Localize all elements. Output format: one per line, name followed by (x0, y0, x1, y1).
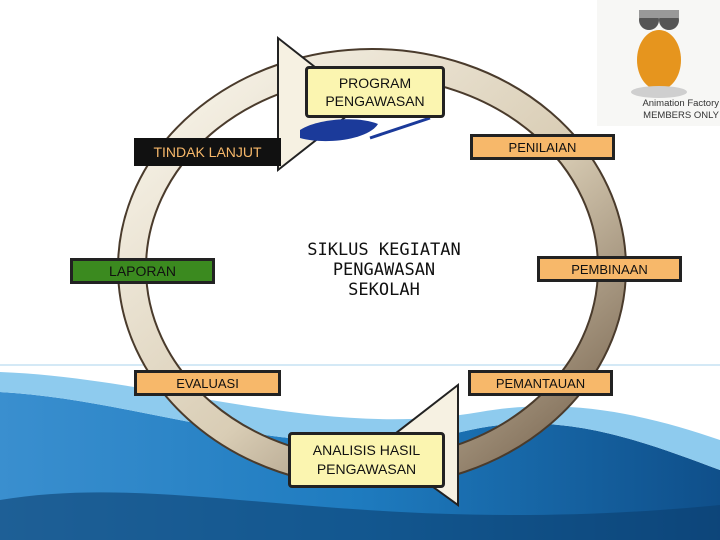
logo-line2: MEMBERS ONLY (601, 110, 719, 121)
node-analisis-hasil: ANALISIS HASIL PENGAWASAN (288, 432, 445, 488)
node-evaluasi: EVALUASI (134, 370, 281, 396)
node-laporan: LAPORAN (70, 258, 215, 284)
center-label-text: SIKLUS KEGIATAN PENGAWASAN SEKOLAH (293, 240, 475, 300)
logo-line1: Animation Factory (601, 98, 719, 109)
node-tindak-lanjut: TINDAK LANJUT (134, 138, 281, 166)
node-program-pengawasan: PROGRAM PENGAWASAN (305, 66, 445, 118)
node-pembinaan: PEMBINAAN (537, 256, 682, 282)
animation-factory-logo: Animation Factory MEMBERS ONLY (597, 0, 720, 126)
binocular-figure-icon (597, 0, 720, 100)
node-penilaian: PENILAIAN (470, 134, 615, 160)
center-label: SIKLUS KEGIATAN PENGAWASAN SEKOLAH (287, 216, 481, 324)
node-pemantauan: PEMANTAUAN (468, 370, 613, 396)
